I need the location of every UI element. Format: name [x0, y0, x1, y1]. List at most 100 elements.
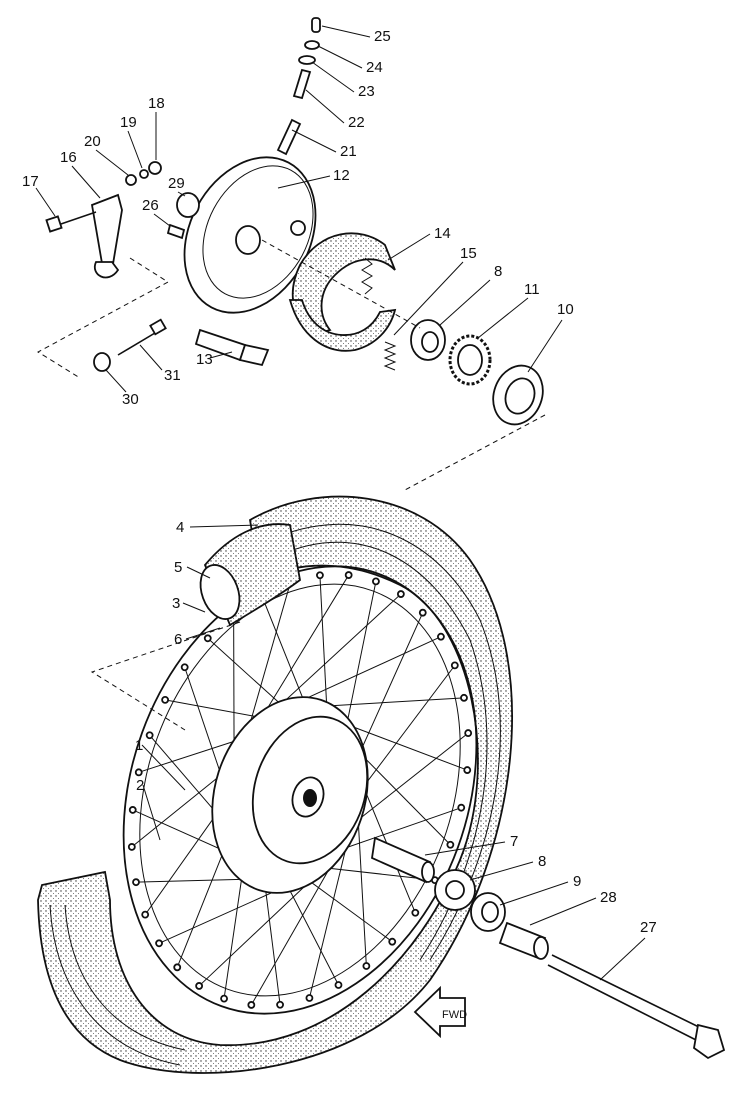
callout-label-c13: 13 — [196, 351, 213, 368]
callout-leader-c7 — [424, 841, 506, 856]
callout-leader-c23 — [311, 61, 355, 93]
callout-leader-c9 — [499, 881, 569, 906]
tire-tread — [64, 904, 186, 1051]
spoke-nipple — [127, 843, 136, 851]
callout-label-c27: 27 — [640, 919, 657, 936]
collar — [371, 836, 432, 884]
callout-label-c7: 7 — [510, 833, 518, 850]
callout-label-c2: 2 — [136, 777, 144, 794]
callout-label-c4: 4 — [176, 519, 184, 536]
bearing-8-inner — [445, 880, 465, 900]
spoke-nipple — [145, 731, 154, 740]
spoke — [319, 575, 328, 721]
tire-tread — [279, 541, 488, 961]
callout-label-c1: 1 — [135, 737, 143, 754]
spoke-nipple — [446, 840, 455, 849]
nut-29 — [176, 192, 200, 218]
lever-clevis — [93, 261, 120, 279]
spoke-nipple — [437, 632, 445, 641]
spoke-nipple — [155, 939, 163, 948]
hub-axle-bore — [303, 789, 317, 807]
callout-leader-c28 — [529, 897, 597, 926]
callout-leader-c29 — [177, 191, 186, 197]
dash-line-shoe — [261, 239, 421, 329]
rim-inner — [139, 583, 461, 997]
brake-spring — [361, 257, 373, 295]
pin-26 — [166, 223, 186, 240]
spoke-nipple — [220, 994, 228, 1003]
spoke — [343, 581, 377, 741]
speedo-sleeve-22 — [292, 68, 312, 100]
spoke-nipple — [141, 910, 150, 919]
spoke-nipple — [388, 937, 397, 946]
callout-leader-c17 — [35, 187, 56, 217]
spoke-nipple — [195, 982, 204, 990]
washer-19 — [139, 169, 149, 179]
brake-assembly — [183, 156, 544, 426]
callout-leader-c6 — [185, 627, 221, 640]
tire-tread — [269, 523, 501, 961]
brake-shoe-lower — [288, 299, 397, 352]
collar-end — [421, 861, 435, 883]
callout-leader-c4 — [189, 524, 259, 528]
spoke-nipple — [128, 806, 137, 814]
spoke — [282, 876, 339, 986]
spoke — [207, 637, 287, 710]
callout-label-c30: 30 — [122, 391, 139, 408]
spoke-nipple — [418, 608, 427, 617]
spoke-nipple — [457, 803, 466, 812]
oil-seal-9-inner — [481, 901, 499, 923]
bearing-8-upper-inner — [421, 331, 439, 353]
callout-leader-c14 — [387, 233, 431, 261]
fwd-arrow: FWD — [413, 985, 467, 1039]
spoke-nipple — [396, 590, 405, 598]
spoke — [303, 876, 393, 943]
callout-label-c14: 14 — [434, 225, 451, 242]
rim — [122, 565, 478, 1015]
spoke — [352, 732, 469, 825]
inner-tube-end — [199, 564, 241, 620]
spoke — [261, 594, 308, 710]
spoke-nipple — [180, 663, 189, 672]
shoe-spring — [383, 341, 397, 371]
dash-line-tube — [90, 621, 241, 731]
callout-label-c8b: 8 — [494, 263, 502, 280]
spoke-nipple — [305, 994, 314, 1002]
callout-leader-c21 — [291, 129, 337, 153]
callout-label-c29: 29 — [168, 175, 185, 192]
nut-18 — [148, 161, 162, 175]
spoke — [138, 736, 249, 773]
clip-25 — [311, 17, 321, 33]
callout-label-c20: 20 — [84, 133, 101, 150]
spoke-nipple — [316, 571, 324, 580]
callout-leader-c2 — [142, 784, 161, 841]
callout-leader-c24 — [317, 45, 363, 69]
spoke — [353, 612, 424, 767]
washer-23 — [298, 55, 316, 65]
fwd-label: FWD — [442, 1009, 467, 1021]
callout-label-c3: 3 — [172, 595, 180, 612]
callout-label-c23: 23 — [358, 83, 375, 100]
spoke-nipple — [132, 878, 140, 887]
spoke-nipple — [173, 963, 182, 972]
callout-leader-c30 — [105, 369, 127, 393]
seal-10-inner — [504, 377, 536, 415]
callout-leader-c3 — [182, 602, 206, 613]
callout-leader-c8a — [469, 861, 534, 881]
callout-label-c18: 18 — [148, 95, 165, 112]
callout-leader-c5 — [186, 566, 211, 579]
callout-label-c9: 9 — [573, 873, 581, 890]
callout-leader-c13 — [209, 351, 233, 359]
bolt-17 — [57, 211, 97, 226]
callout-leader-c27 — [599, 937, 646, 981]
callout-label-c15: 15 — [460, 245, 477, 262]
callout-leader-c19 — [127, 130, 143, 169]
spoke-nipple — [276, 1000, 284, 1009]
callout-label-c12: 12 — [333, 167, 350, 184]
callout-label-c5: 5 — [174, 559, 182, 576]
cam-shaft-end — [238, 343, 270, 367]
spoke — [341, 807, 462, 850]
callout-leader-c26 — [153, 213, 171, 227]
axle-shaft — [547, 964, 701, 1043]
